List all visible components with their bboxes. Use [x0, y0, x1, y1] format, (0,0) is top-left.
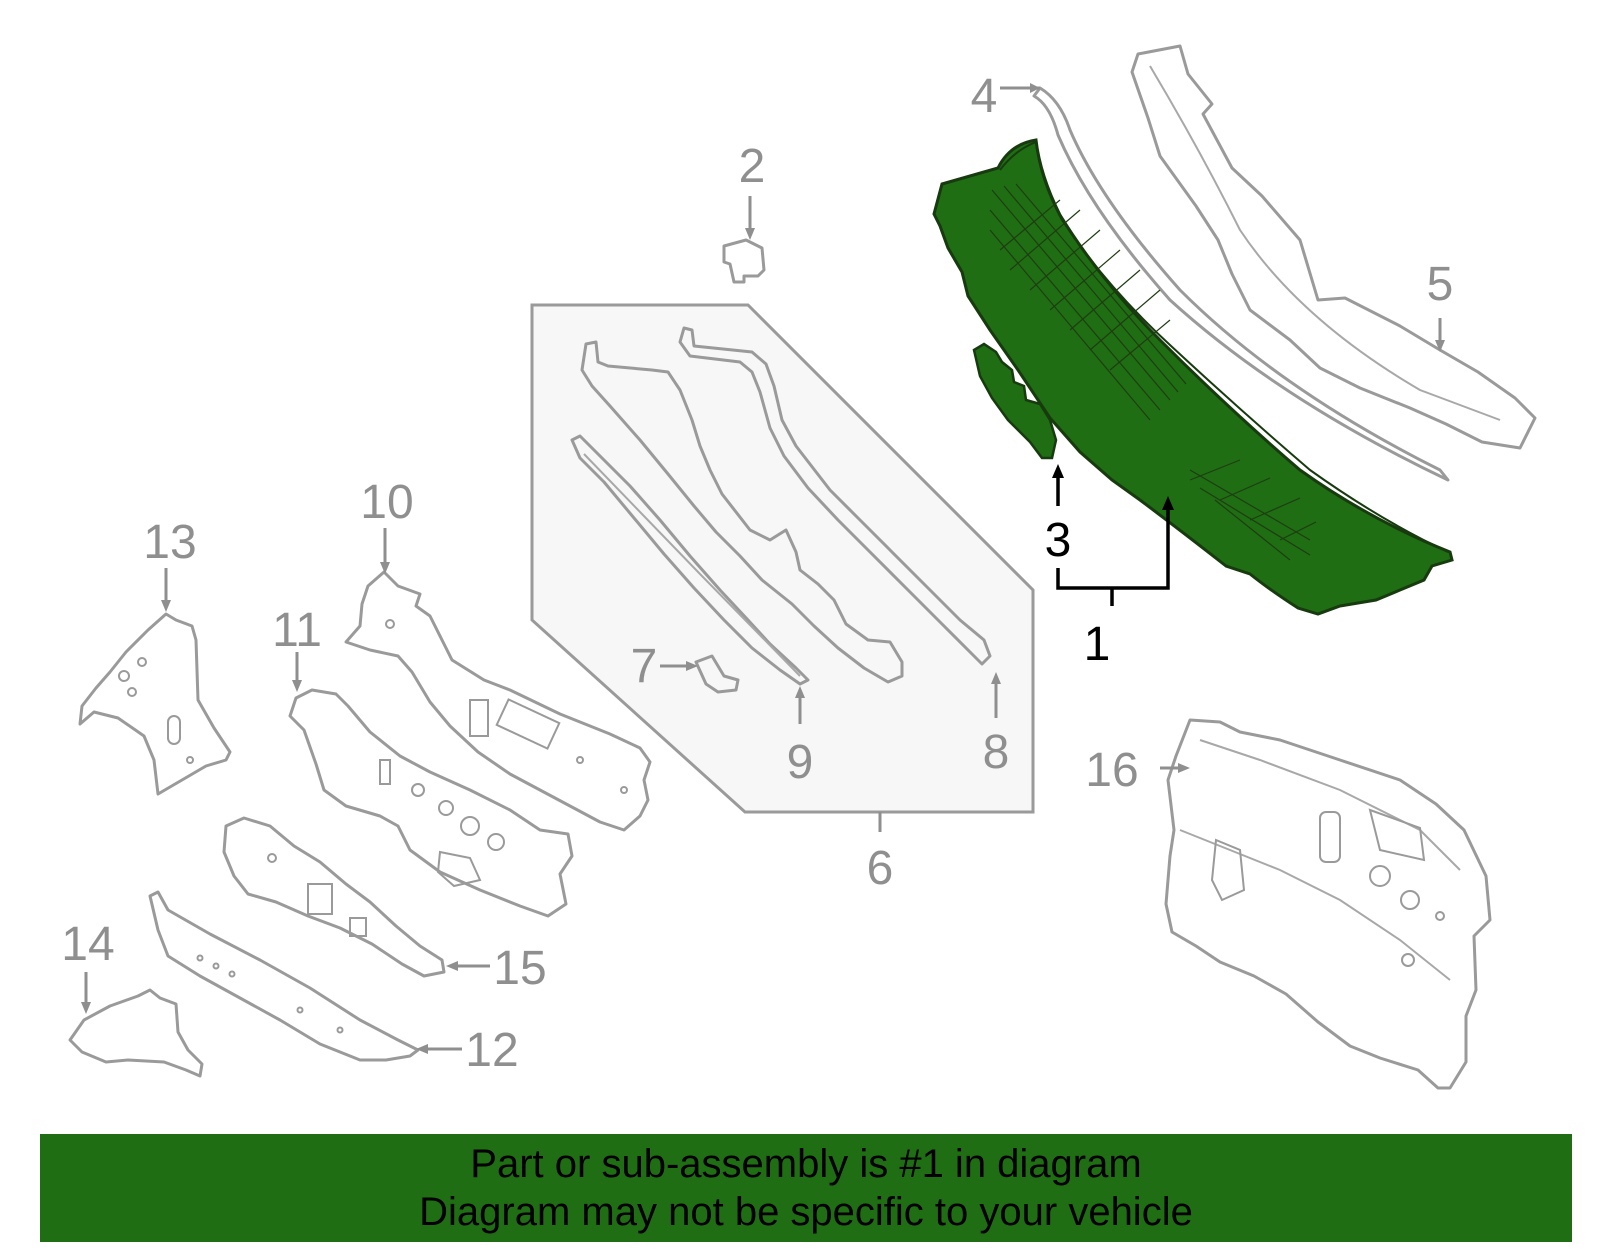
part-12-reinforcement[interactable]: [148, 890, 420, 1062]
part-3-seal[interactable]: [972, 342, 1058, 460]
leader-lines: [81, 83, 1445, 1054]
callout-7[interactable]: 7: [631, 640, 658, 693]
part-2-clip[interactable]: [722, 238, 766, 284]
part-8-rod[interactable]: [678, 326, 992, 666]
part-10-cowl-panel[interactable]: [344, 570, 652, 832]
callout-15[interactable]: 15: [493, 942, 546, 995]
part-15-holes: [267, 853, 367, 937]
callout-13[interactable]: 13: [143, 516, 196, 569]
banner-line-part-number: Part or sub-assembly is #1 in diagram: [470, 1142, 1142, 1186]
part-16-dash-assembly[interactable]: [1164, 718, 1492, 1090]
part-5-inner-edge: [1149, 65, 1501, 421]
callout-8[interactable]: 8: [983, 726, 1010, 779]
banner-line-disclaimer: Diagram may not be specific to your vehi…: [419, 1190, 1193, 1234]
callout-14[interactable]: 14: [61, 918, 114, 971]
part-6-upper-member[interactable]: [580, 340, 904, 684]
part-11-dash-panel[interactable]: [288, 688, 574, 918]
part-13-side-bracket[interactable]: [78, 612, 232, 796]
part-9-inner-edge: [583, 453, 801, 677]
part-15-panel[interactable]: [222, 816, 446, 978]
subassembly-box-6: [530, 303, 1035, 814]
callout-11[interactable]: 11: [272, 604, 322, 657]
callout-1[interactable]: 1: [1084, 618, 1111, 671]
part-14-bracket[interactable]: [68, 988, 204, 1078]
part-12-holes: [196, 954, 344, 1034]
callout-16[interactable]: 16: [1085, 744, 1138, 797]
callout-6[interactable]: 6: [867, 842, 894, 895]
part-13-holes: [118, 657, 194, 764]
part-1-upper-lip: [999, 140, 1449, 553]
callout-9[interactable]: 9: [787, 736, 814, 789]
callout-10[interactable]: 10: [360, 476, 413, 529]
info-banner: Part or sub-assembly is #1 in diagram Di…: [40, 1134, 1572, 1242]
callout-3[interactable]: 3: [1045, 514, 1072, 567]
part-4-seal[interactable]: [1032, 86, 1450, 482]
callout-4[interactable]: 4: [971, 70, 998, 123]
part-16-detail: [1179, 739, 1461, 981]
callout-2[interactable]: 2: [739, 140, 766, 193]
part-10-holes: [385, 619, 628, 794]
callout-5[interactable]: 5: [1427, 258, 1454, 311]
part-5-reinforcement[interactable]: [1130, 44, 1537, 450]
part-1-mesh-vents: [989, 183, 1317, 561]
callout-12[interactable]: 12: [465, 1024, 518, 1077]
part-7-bracket[interactable]: [694, 654, 740, 694]
part-11-holes: [379, 759, 505, 888]
part-9-lower-member[interactable]: [570, 434, 810, 686]
